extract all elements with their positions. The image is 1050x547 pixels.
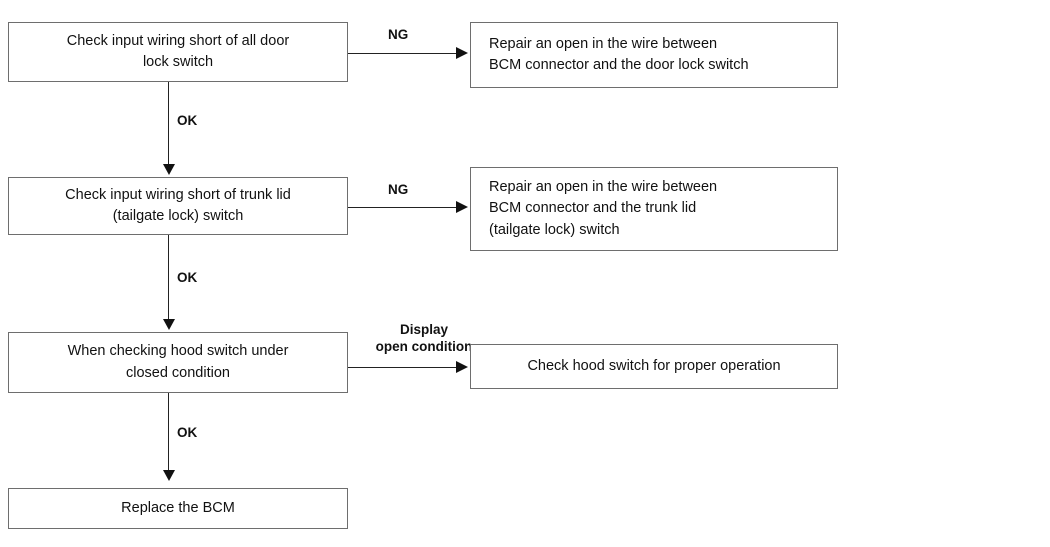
process-box-step-2-label: Check input wiring short of trunk lid (t… — [65, 186, 291, 224]
outcome-box-3: Check hood switch for proper operation — [470, 344, 838, 389]
connector-ng-1 — [348, 53, 460, 54]
process-box-step-4: Replace the BCM — [8, 488, 348, 529]
branch-label-display-open: Display open condition — [375, 322, 473, 354]
outcome-box-2: Repair an open in the wire between BCM c… — [470, 167, 838, 251]
arrowhead-ok-1 — [162, 164, 175, 175]
process-box-step-2: Check input wiring short of trunk lid (t… — [8, 177, 348, 235]
branch-label-ok-3: OK — [177, 425, 198, 440]
arrowhead-ng-2 — [456, 201, 468, 213]
branch-label-ok-1: OK — [177, 113, 198, 128]
connector-ok-1 — [168, 82, 169, 166]
arrowhead-ng-1 — [456, 47, 468, 59]
connector-ok-2 — [168, 235, 169, 321]
outcome-box-1: Repair an open in the wire between BCM c… — [470, 22, 838, 88]
arrowhead-ok-3 — [162, 470, 175, 481]
branch-label-ng-2: NG — [388, 182, 409, 197]
outcome-box-1-label: Repair an open in the wire between BCM c… — [489, 35, 749, 73]
connector-display-open — [348, 367, 460, 368]
connector-ok-3 — [168, 393, 169, 472]
process-box-step-3-label: When checking hood switch under closed c… — [67, 343, 289, 381]
connector-ng-2 — [348, 207, 460, 208]
process-box-step-4-label: Replace the BCM — [121, 499, 235, 516]
arrowhead-display-open — [456, 361, 468, 373]
process-box-step-1-label: Check input wiring short of all door loc… — [66, 32, 290, 70]
outcome-box-2-label: Repair an open in the wire between BCM c… — [489, 179, 718, 238]
branch-label-ok-2: OK — [177, 270, 198, 285]
process-box-step-3: When checking hood switch under closed c… — [8, 332, 348, 393]
process-box-step-1: Check input wiring short of all door loc… — [8, 22, 348, 82]
outcome-box-3-label: Check hood switch for proper operation — [527, 357, 781, 374]
branch-label-ng-1: NG — [388, 27, 409, 42]
arrowhead-ok-2 — [162, 319, 175, 330]
